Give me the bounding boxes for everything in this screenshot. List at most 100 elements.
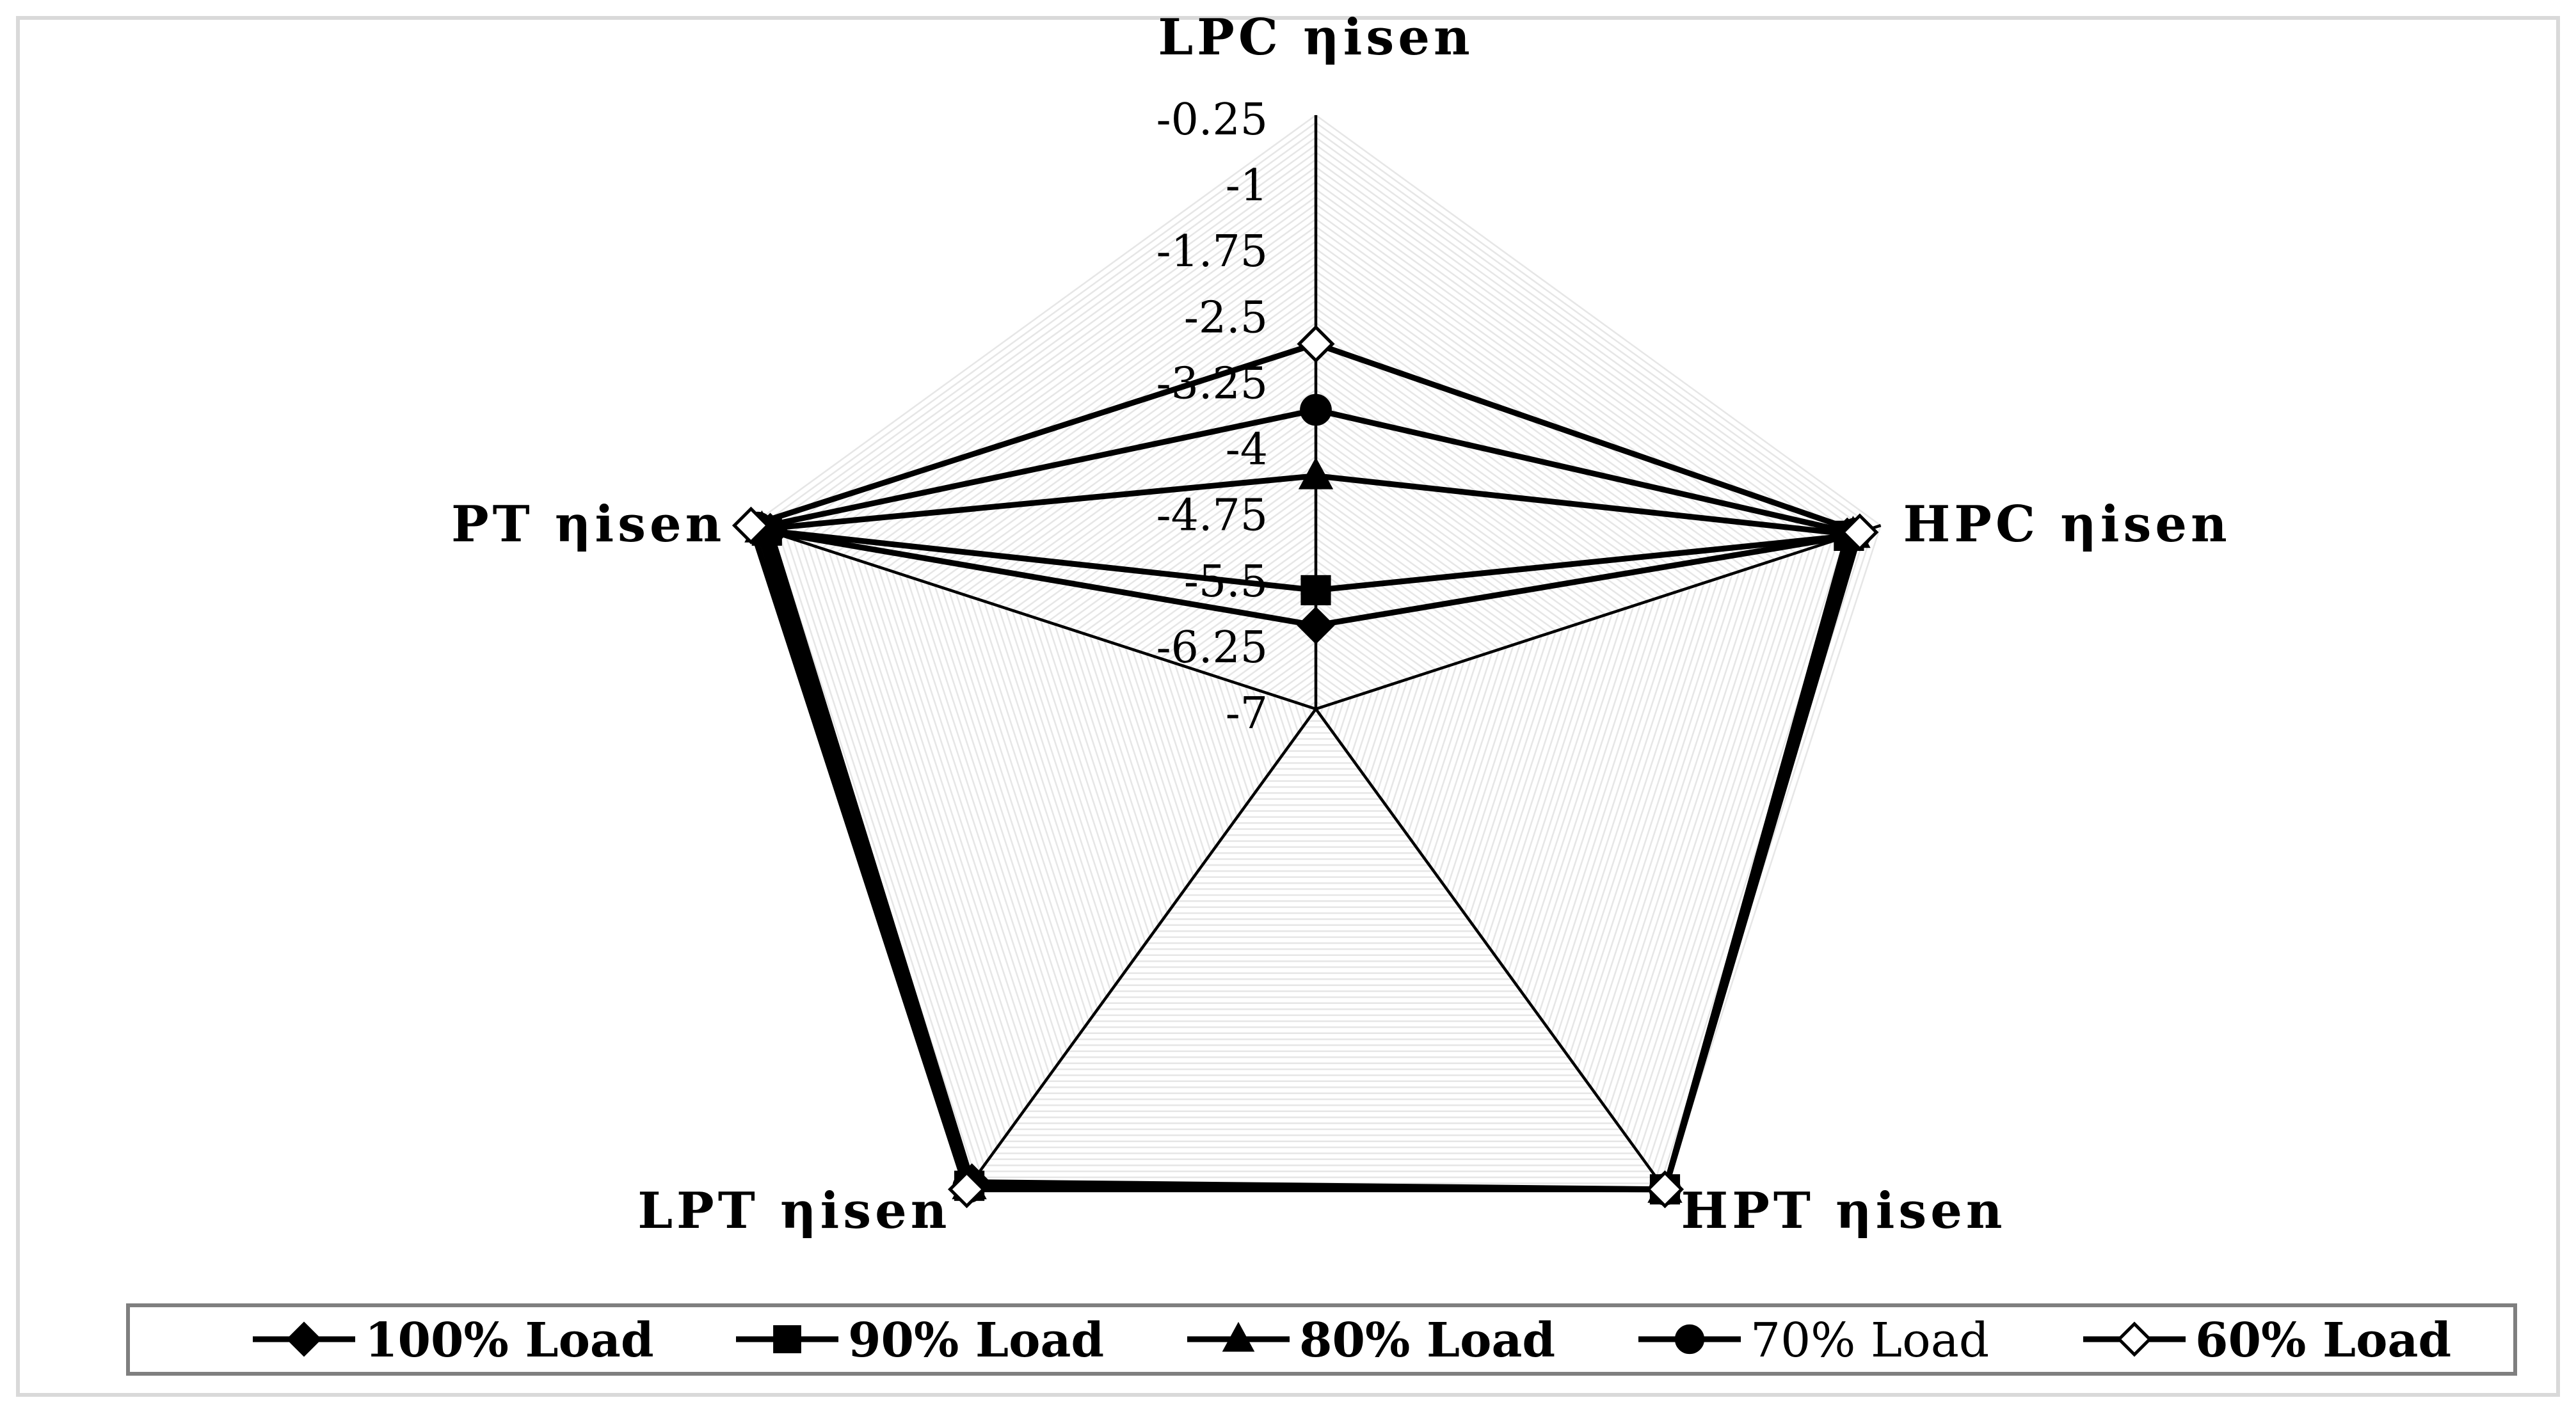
grid-ring xyxy=(954,329,1677,1016)
grid-ring xyxy=(1053,433,1578,932)
grid-ring xyxy=(891,262,1741,1070)
grid-ring xyxy=(1018,396,1613,962)
tick-label: -4.75 xyxy=(1156,491,1268,541)
grid-ring xyxy=(912,285,1720,1053)
legend-marker xyxy=(286,1321,322,1357)
legend-label: 60% Load xyxy=(2195,1313,2451,1368)
tick-label: -1.75 xyxy=(1156,227,1268,277)
grid-ring xyxy=(1096,477,1536,896)
legend-marker xyxy=(773,1325,801,1353)
legend-label: 70% Load xyxy=(1750,1313,1989,1368)
series-point xyxy=(1645,1170,1684,1209)
grid-ring xyxy=(1202,589,1430,806)
grid-ring xyxy=(1152,537,1480,848)
grid-ring xyxy=(1230,619,1402,782)
grid-ring xyxy=(1237,626,1395,776)
legend: 100% Load 90% Load 80% Load 70% Load 60% Loa… xyxy=(126,1303,2517,1376)
grid-ring xyxy=(1004,381,1628,974)
radar-grid xyxy=(749,114,1882,1191)
legend-label: 90% Load xyxy=(848,1313,1104,1368)
grid-ring xyxy=(1110,493,1522,884)
axis-label: LPC ηisen xyxy=(1158,8,1473,67)
spoke-line xyxy=(1315,524,1882,711)
tick-label: -6.25 xyxy=(1156,623,1268,673)
grid-ring xyxy=(1272,663,1359,746)
series-point xyxy=(1297,324,1335,363)
grid-ring xyxy=(1265,656,1366,752)
grid-ring xyxy=(1223,611,1409,788)
grid-ring xyxy=(1060,440,1571,927)
axis-label: HPT ηisen xyxy=(1681,1182,2006,1240)
tick-label: -7 xyxy=(1226,688,1268,739)
grid-ring xyxy=(961,337,1670,1010)
grid-ring xyxy=(1124,507,1508,872)
grid-ring xyxy=(764,129,1868,1179)
grid-ring xyxy=(1103,485,1529,890)
series-point xyxy=(947,1170,986,1209)
series-point xyxy=(1300,575,1331,605)
legend-label: 100% Load xyxy=(365,1313,654,1368)
legend-marker xyxy=(2116,1321,2152,1357)
grid-ring xyxy=(1166,552,1466,836)
tick-label: -1 xyxy=(1226,161,1268,211)
grid-ring xyxy=(828,196,1804,1124)
grid-ring xyxy=(905,277,1727,1058)
grid-ring xyxy=(1117,500,1515,879)
grid-ring xyxy=(1195,582,1437,812)
grid-ring xyxy=(1145,530,1487,854)
grid-ring xyxy=(1251,641,1380,764)
grid-ring xyxy=(1159,545,1473,842)
legend-marker xyxy=(1222,1321,1255,1352)
radial-tick-labels: -0.25-1-1.75-2.5-3.25-4-4.75-5.5-6.25-7 xyxy=(1156,95,1268,739)
grid-ring xyxy=(1025,403,1606,957)
grid-ring xyxy=(856,225,1776,1101)
series-point xyxy=(1841,513,1879,552)
grid-ring xyxy=(1173,559,1459,830)
axis-label: HPC ηisen xyxy=(1903,495,2231,553)
grid-ring xyxy=(792,159,1839,1154)
grid-ring xyxy=(1300,693,1331,722)
axis-label: PT ηisen xyxy=(451,495,725,553)
grid-ring xyxy=(1209,596,1423,800)
grid-ring xyxy=(1279,671,1352,740)
grid-ring xyxy=(1244,633,1388,770)
grid-ring xyxy=(997,374,1635,980)
tick-label: -4 xyxy=(1226,425,1268,475)
grid-ring xyxy=(926,299,1706,1040)
series-line xyxy=(748,341,1863,1193)
grid-ring xyxy=(1180,567,1452,824)
series-point xyxy=(1300,394,1332,426)
grid-ring xyxy=(1089,470,1543,902)
grid-ring xyxy=(968,344,1663,1005)
grid-ring xyxy=(1286,678,1345,734)
grid-ring xyxy=(785,151,1846,1161)
grid-ring xyxy=(1138,522,1494,860)
grid-ring xyxy=(898,270,1734,1064)
spoke-line xyxy=(1315,708,1667,1191)
legend-label: 80% Load xyxy=(1299,1313,1555,1368)
grid-ring xyxy=(778,143,1853,1166)
grid-ring xyxy=(919,292,1713,1046)
grid-ring xyxy=(863,233,1769,1094)
grid-ring xyxy=(1131,514,1501,866)
grid-ring xyxy=(1187,574,1444,818)
series-group xyxy=(732,324,1879,1209)
spoke-line xyxy=(750,524,1316,711)
series-point xyxy=(1298,457,1334,489)
grid-ring xyxy=(1068,448,1564,920)
grid-ring xyxy=(1258,648,1373,758)
legend-marker xyxy=(1674,1324,1705,1355)
grid-ring xyxy=(947,322,1684,1022)
grid-ring xyxy=(1011,388,1620,968)
data-series xyxy=(732,324,1879,1209)
grid-ring xyxy=(1075,456,1557,914)
grid-ring xyxy=(1293,685,1338,728)
grid-ring xyxy=(933,307,1699,1035)
spoke-line xyxy=(965,708,1317,1191)
axis-label: LPT ηisen xyxy=(637,1182,950,1240)
grid-ring xyxy=(1216,604,1416,794)
grid-ring xyxy=(940,314,1692,1028)
